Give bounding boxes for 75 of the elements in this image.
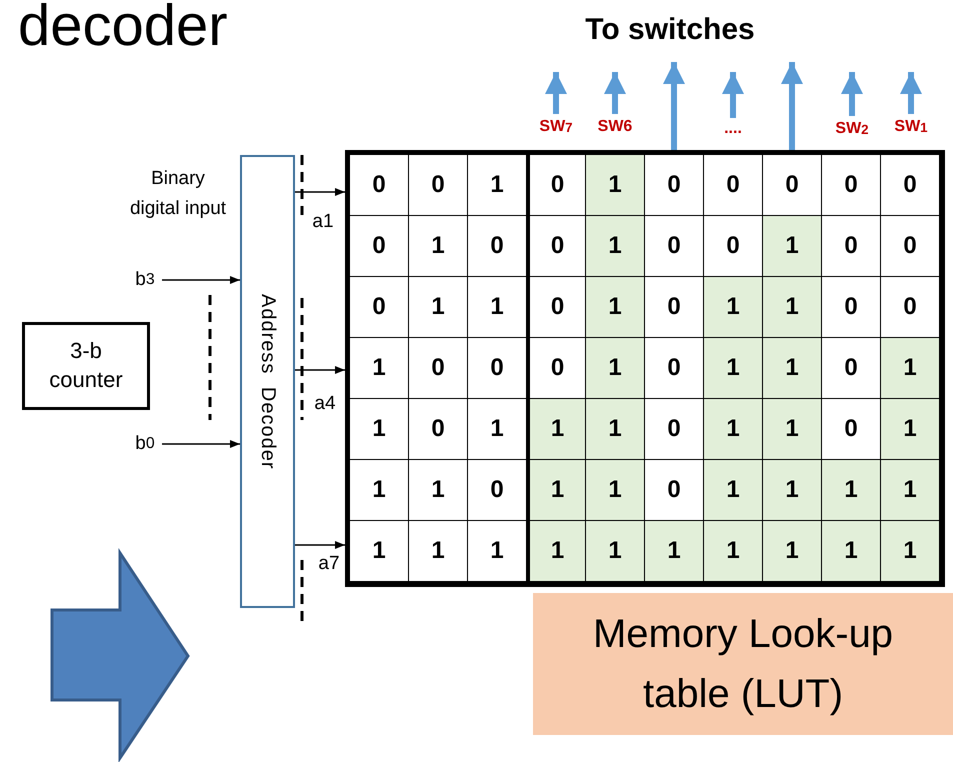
title: decoder [18,0,228,58]
table-cell: 1 [409,521,468,582]
table-cell: 1 [822,460,881,521]
table-cell: 0 [409,155,468,216]
table-cell: 0 [822,155,881,216]
table-cell: 1 [763,460,822,521]
input-note: Binary digital input [128,166,228,221]
table-cell: 1 [704,460,763,521]
memory-box: Memory Look-up table (LUT) [533,593,953,735]
table-cell: 0 [704,155,763,216]
table-cell: 1 [350,460,409,521]
table-cell: 1 [586,521,645,582]
table-cell: 1 [527,521,586,582]
arrow [162,276,240,284]
counter-box: 3-b counter [22,322,150,410]
table-cell: 1 [704,399,763,460]
table-cell: 0 [881,216,940,277]
table-cell: 1 [822,521,881,582]
table-cell: 0 [645,216,704,277]
up-arrow [722,72,744,118]
table-cell: 1 [409,216,468,277]
table-cell: 1 [586,277,645,338]
decoder-block: Address Decoder [240,155,295,608]
table-cell: 0 [350,155,409,216]
table-cell: 0 [645,155,704,216]
table-cell: 1 [350,521,409,582]
table-cell: 1 [586,216,645,277]
table-cell: 1 [763,277,822,338]
table-cell: 1 [586,460,645,521]
table-cell: 0 [468,338,527,399]
table-cell: 1 [881,399,940,460]
table-cell: 1 [468,277,527,338]
table-cell: 1 [350,338,409,399]
table-cell: 1 [763,521,822,582]
switch-label: SW6 [588,114,642,140]
up-arrow [781,62,803,150]
table-cell: 0 [350,216,409,277]
table-cell: 1 [881,338,940,399]
table-cell: 1 [704,338,763,399]
table-cell: 1 [586,155,645,216]
table-cell: 1 [763,399,822,460]
table-cell: 0 [881,155,940,216]
arrow [295,541,345,549]
up-arrow [545,72,567,114]
table-cell: 1 [409,277,468,338]
table-cell: 1 [763,338,822,399]
table-cell: 0 [822,216,881,277]
heading: To switches [584,12,756,48]
table-cell: 1 [350,399,409,460]
arrow [295,366,345,374]
table-cell: 1 [645,521,704,582]
table-cell: 0 [468,216,527,277]
up-arrow [900,72,922,114]
table-cell: 1 [586,338,645,399]
table-cell: 1 [881,521,940,582]
table-cell: 1 [527,399,586,460]
switch-label: .... [708,118,758,140]
arrow [295,188,345,196]
up-arrow [604,72,626,114]
table-cell: 0 [350,277,409,338]
table-cell: 1 [704,521,763,582]
table-cell: 0 [822,277,881,338]
table-cell: 1 [527,460,586,521]
table-cell: 1 [409,460,468,521]
table-cell: 1 [468,155,527,216]
table-cell: 0 [409,399,468,460]
table-cell: 1 [763,216,822,277]
lookup-table [345,150,945,587]
table-cell: 0 [409,338,468,399]
arrow [162,440,240,448]
up-arrow [841,72,863,116]
up-arrow [663,62,685,150]
table-cell: 1 [586,399,645,460]
table-cell: 1 [704,277,763,338]
table-cell: 1 [881,460,940,521]
